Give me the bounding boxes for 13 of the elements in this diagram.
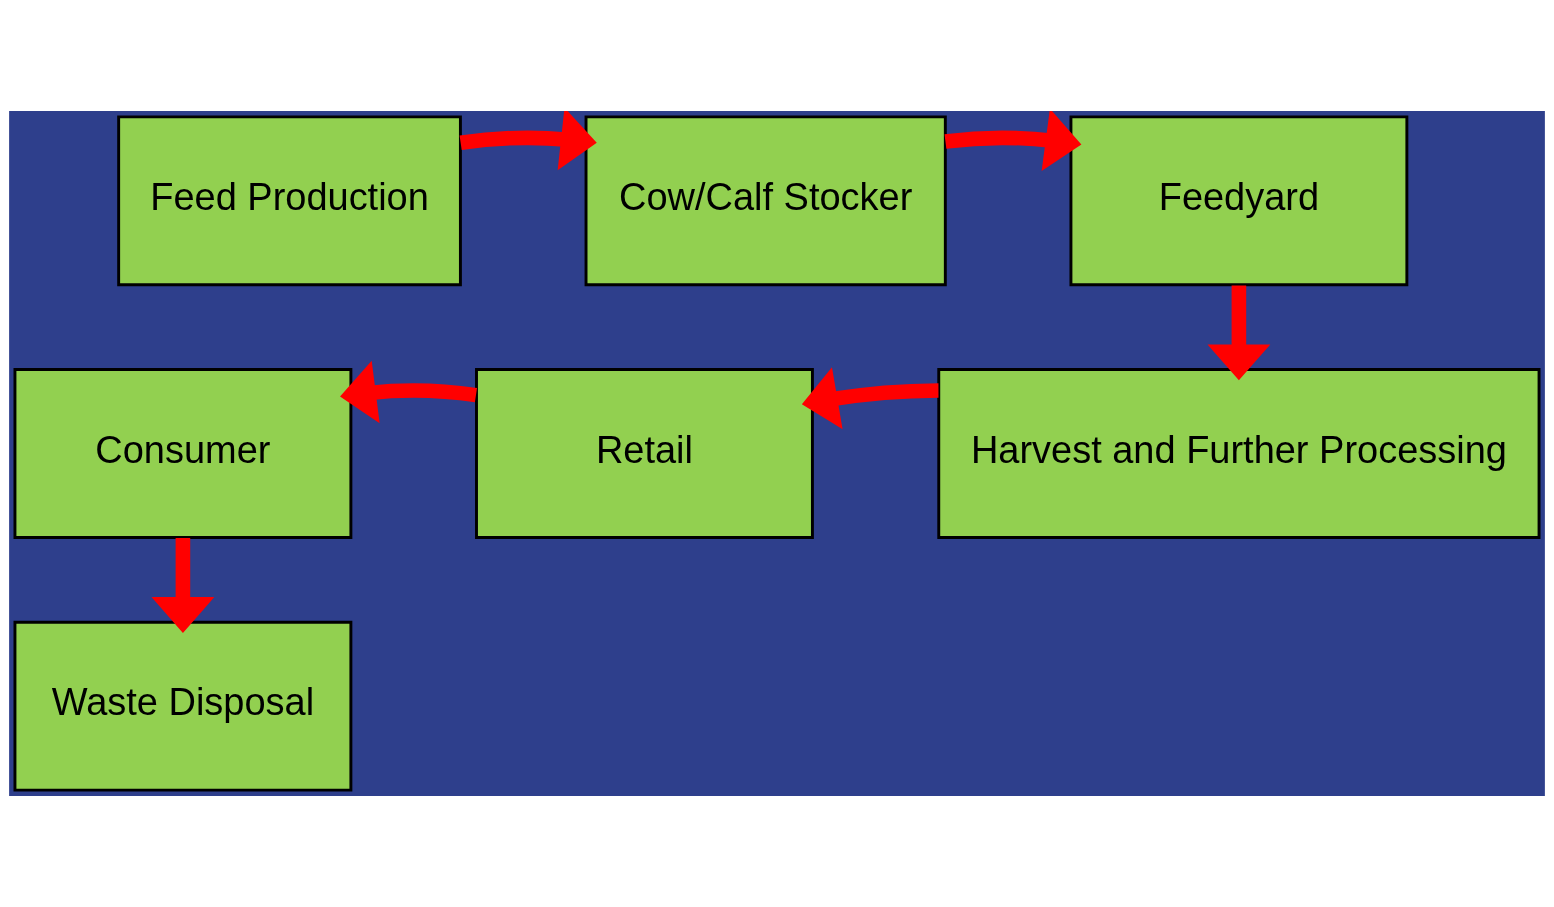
arrow — [944, 111, 1082, 171]
node-box: Harvest and Further Processing — [937, 368, 1541, 539]
node-box: Feed Production — [117, 115, 462, 287]
node-box: Waste Disposal — [13, 620, 353, 792]
arrow — [459, 111, 597, 171]
arrow — [801, 367, 939, 430]
arrow — [151, 538, 215, 633]
node-box: Cow/Calf Stocker — [584, 115, 947, 287]
node-box: Feedyard — [1069, 115, 1409, 287]
node-box: Consumer — [13, 368, 353, 539]
node-box: Retail — [475, 368, 814, 539]
arrow — [1207, 285, 1271, 381]
arrow — [340, 360, 477, 424]
